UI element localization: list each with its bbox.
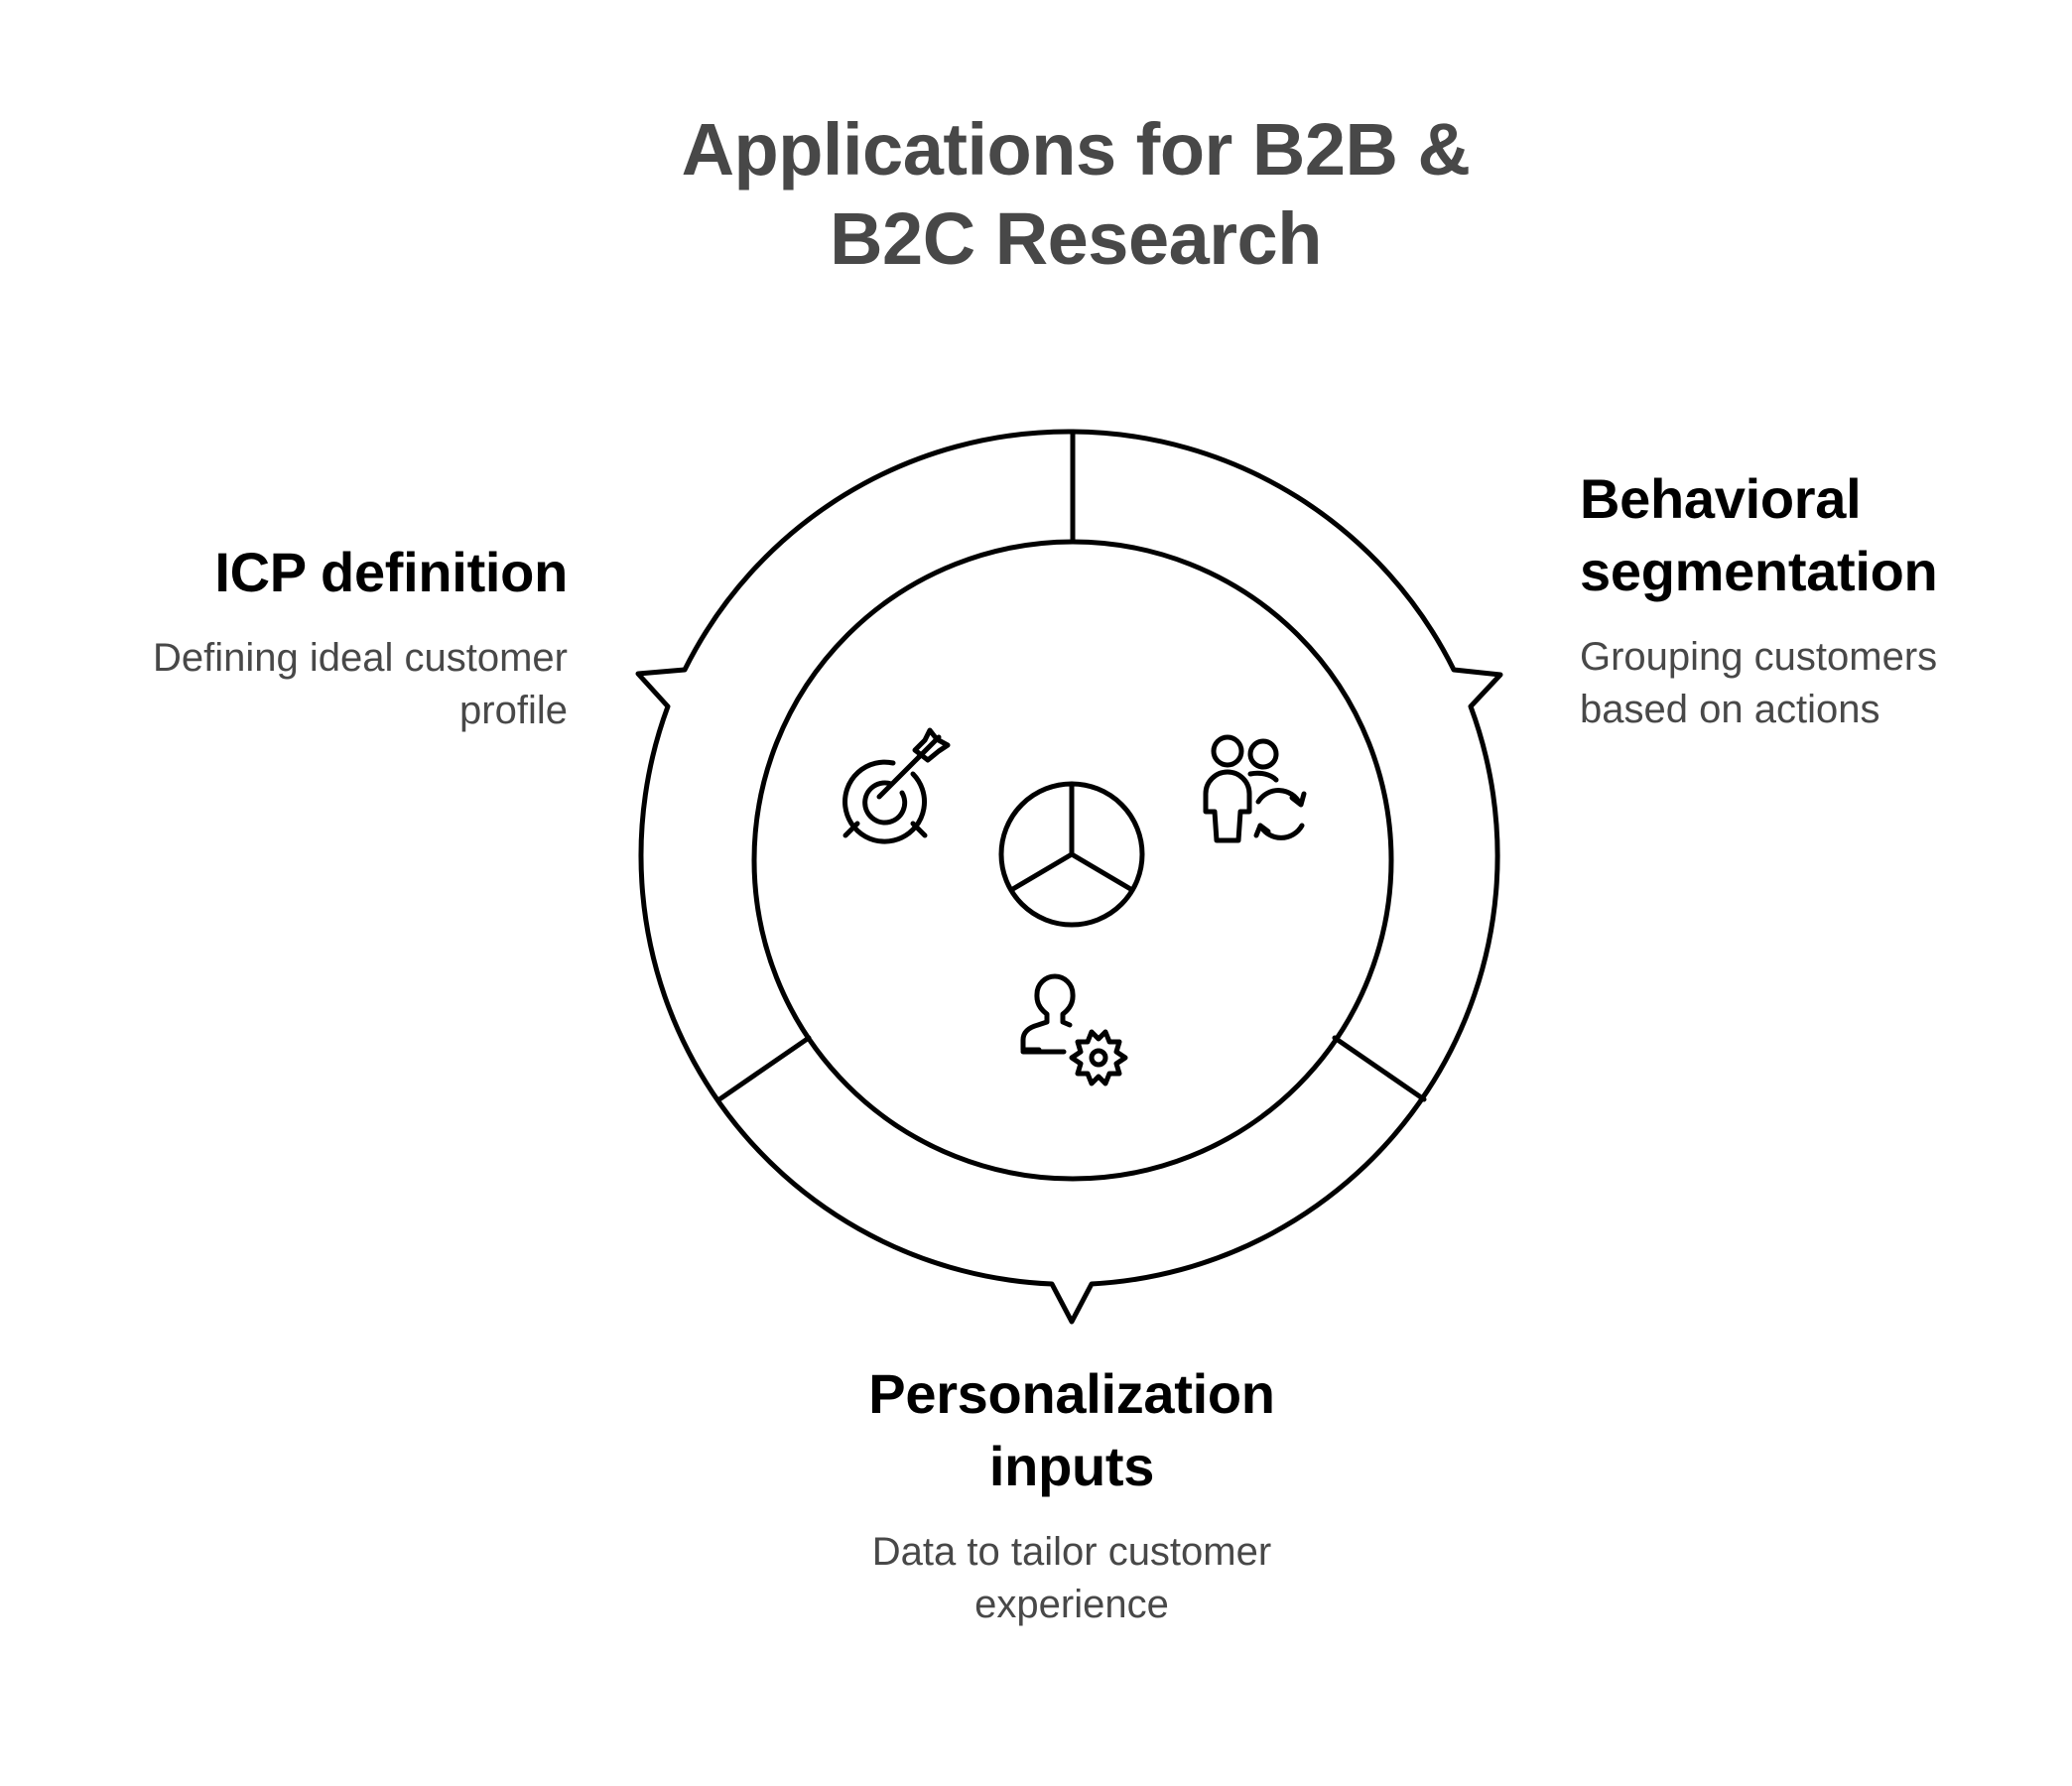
title-line-2: B2C Research (830, 197, 1322, 280)
target-arrow-icon (842, 727, 951, 844)
description-line-2: profile (459, 689, 568, 732)
heading-line-2: segmentation (1580, 540, 1938, 602)
heading-line-1: Behavioral (1580, 467, 1862, 530)
inner-ring (751, 539, 1394, 1182)
divider-lower-right (1332, 1035, 1427, 1102)
description-line-2: based on actions (1580, 688, 1880, 731)
heading-line-1: Personalization (868, 1362, 1275, 1425)
user-gear-icon (1020, 973, 1128, 1086)
segment-heading: Personalization inputs (774, 1357, 1369, 1502)
segment-icp-definition: ICP definition Defining ideal customer p… (60, 536, 568, 737)
divider-lower-left (716, 1035, 812, 1102)
heading-line-2: inputs (988, 1435, 1155, 1497)
description-line-1: Grouping customers (1580, 635, 1938, 679)
description-line-1: Data to tailor customer (871, 1530, 1272, 1574)
segment-behavioral-segmentation: Behavioral segmentation Grouping custome… (1580, 462, 2036, 736)
diagram-title: Applications for B2B & B2C Research (540, 105, 1612, 284)
outer-ring (635, 429, 1503, 1325)
segment-description: Defining ideal customer profile (60, 632, 568, 737)
segment-heading: ICP definition (214, 541, 568, 603)
description-line-1: Defining ideal customer (153, 636, 568, 680)
users-refresh-icon (1203, 734, 1307, 843)
segment-description: Data to tailor customer experience (774, 1526, 1369, 1631)
title-line-1: Applications for B2B & (681, 108, 1471, 191)
description-line-2: experience (974, 1583, 1169, 1626)
segment-heading: Behavioral segmentation (1580, 462, 2036, 607)
pie-chart-icon (998, 781, 1145, 928)
segment-description: Grouping customers based on actions (1580, 631, 2036, 736)
segment-personalization-inputs: Personalization inputs Data to tailor cu… (774, 1357, 1369, 1631)
